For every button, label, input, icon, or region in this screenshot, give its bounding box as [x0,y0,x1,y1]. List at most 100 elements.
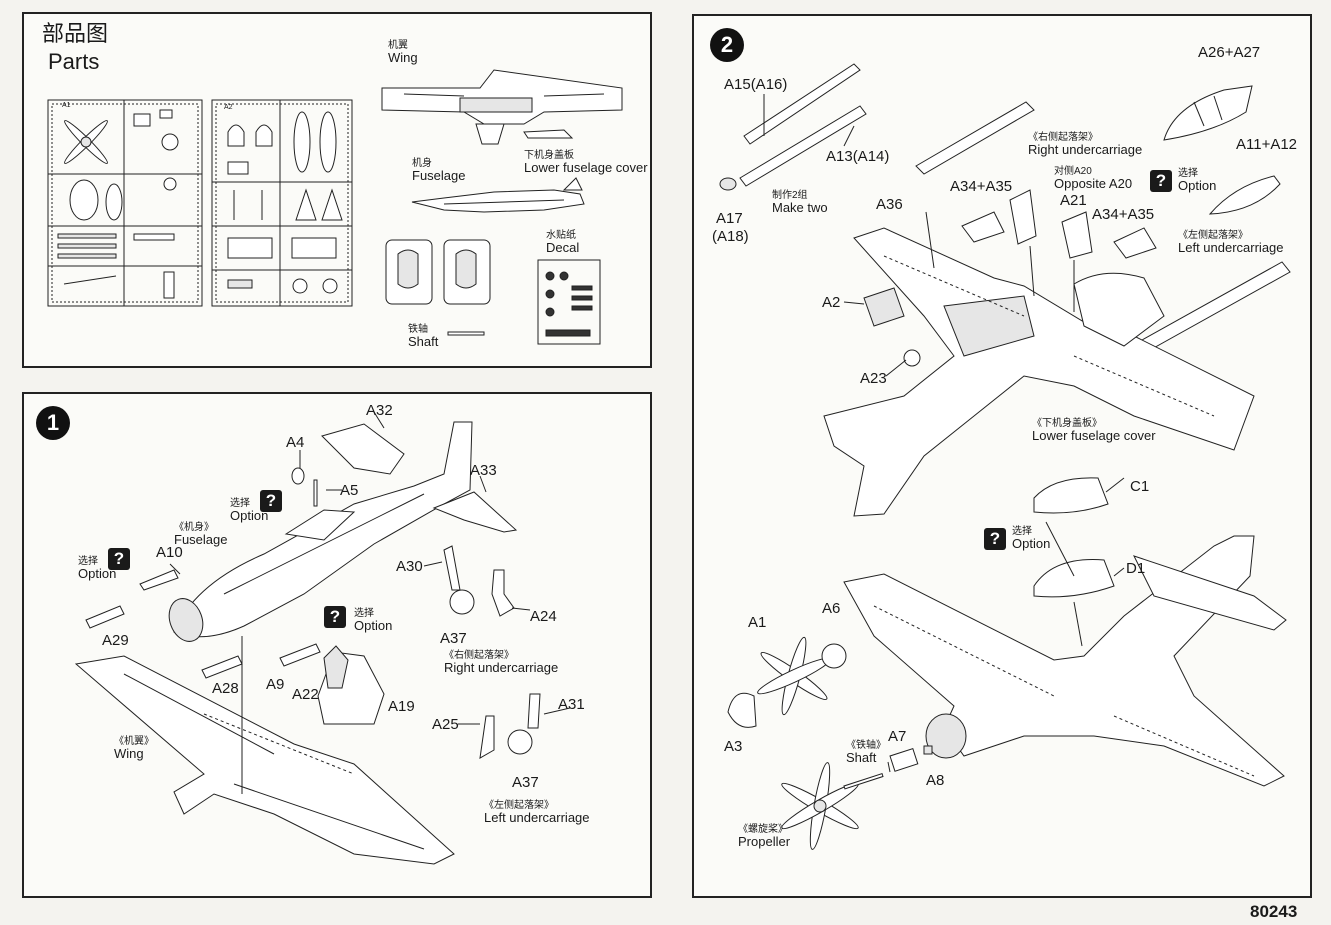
parts-title-zh: 部品图 [42,21,109,46]
step2-lower-cover-label: 《下机身盖板》Lower fuselage cover [1032,418,1156,443]
clear-sprues [385,239,491,305]
step1-panel: 1 A32 A4 A5 A33 A10 A29 A30 A24 A37 A28 … [22,392,652,898]
step1-seat [323,645,349,689]
lower-cover-drawing [523,129,574,139]
shaft-drawing [447,331,485,336]
step1-fuselage [168,421,473,642]
step1-drawing [74,411,571,865]
step2-drop-tank [1163,85,1281,215]
step2-rocket-rails [719,63,1291,351]
label-a31: A31 [558,696,585,713]
step2-a23-part [903,349,921,367]
step1-exhaust-parts [85,569,321,679]
step2-panel: 2 A15(A16) A26+A27 A11+A12 A13(A14) A17 … [692,14,1312,898]
step2-shaft-part [843,773,884,790]
label-a2: A2 [822,294,841,311]
step2-propeller-assembled [781,762,859,850]
label-a7: A7 [888,728,907,745]
label-a19: A19 [388,698,415,715]
label-a37-left: A37 [512,774,539,791]
step1-wing-label: 《机翼》Wing [114,736,154,761]
step2-left-uc-label: 《左侧起落架》Left undercarriage [1178,230,1284,255]
label-a1: A1 [748,614,767,631]
label-a32: A32 [366,402,393,419]
parts-sprues-drawing [47,69,623,345]
step1-a4-part [291,467,305,485]
sprue-a2 [211,99,353,307]
label-a4: A4 [286,434,305,451]
label-a13-a14: A13(A14) [826,148,890,165]
label-a5: A5 [340,482,359,499]
step1-wing [74,655,455,865]
label-d1: D1 [1126,560,1146,577]
label-a30: A30 [396,558,423,575]
label-a33: A33 [470,462,497,479]
step2-aircraft-underside [823,227,1255,517]
label-c1: C1 [1130,478,1150,495]
label-a10: A10 [156,544,183,561]
step2-a34b-part [1113,227,1157,259]
label-a37-right: A37 [440,630,467,647]
step2-right-uc-label: 《右侧起落架》Right undercarriage [1028,132,1143,157]
step1-right-uc-label: 《右侧起落架》Right undercarriage [444,650,559,675]
step2-propeller-a1 [727,636,847,728]
label-a9: A9 [266,676,285,693]
label-a6: A6 [822,600,841,617]
parts-title: Parts [48,49,100,74]
label-a34-a35-left: A34+A35 [950,178,1013,195]
step1-left-uc [479,693,541,759]
step2-a2-part [863,287,905,327]
step2-drawing [719,63,1291,850]
label-a25: A25 [432,716,459,733]
label-a8: A8 [926,772,945,789]
option-question-icon: ? [324,606,346,628]
label-a17: A17 [716,210,743,227]
step1-fuselage-label: 《机身》Fuselage [174,522,228,547]
label-a11-a12: A11+A12 [1236,136,1298,153]
wing-drawing [381,69,623,145]
sprue-a1 [47,99,203,307]
option-question-icon: ? [984,528,1006,550]
step2-leader-lines [763,94,1125,773]
label-a24: A24 [530,608,557,625]
option-question-icon: ? [108,548,130,570]
label-a29: A29 [102,632,129,649]
label-a15-a16: A15(A16) [724,76,788,93]
option-question-icon: ? [1150,170,1172,192]
step2-a21-part [1061,211,1093,259]
label-a21: A21 [1060,192,1087,209]
step2-canopy-d1 [1033,559,1115,598]
step1-tailplane-a32 [321,423,405,475]
fuselage-drawing [411,177,585,213]
step2-number-badge: 2 [710,28,744,62]
option-question-icon: ? [260,490,282,512]
sprue-a1-label: A1 [62,102,71,109]
step1-number-badge: 1 [36,406,70,440]
step1-left-uc-label: 《左侧起落架》Left undercarriage [484,800,590,825]
label-a23: A23 [860,370,887,387]
step2-aircraft-top [843,535,1287,787]
sprue-a2-label: A2 [224,104,233,111]
step2-propeller-label: 《螺旋桨》Propeller [738,824,791,849]
label-a3: A3 [724,738,743,755]
label-a18: (A18) [712,228,749,245]
step1-a5-part [313,479,318,507]
label-a28: A28 [212,680,239,697]
label-a36: A36 [876,196,903,213]
step2-shaft-label: 《铁轴》Shaft [846,740,886,765]
step1-leader-lines [169,411,571,794]
step2-a7-part [889,747,919,772]
